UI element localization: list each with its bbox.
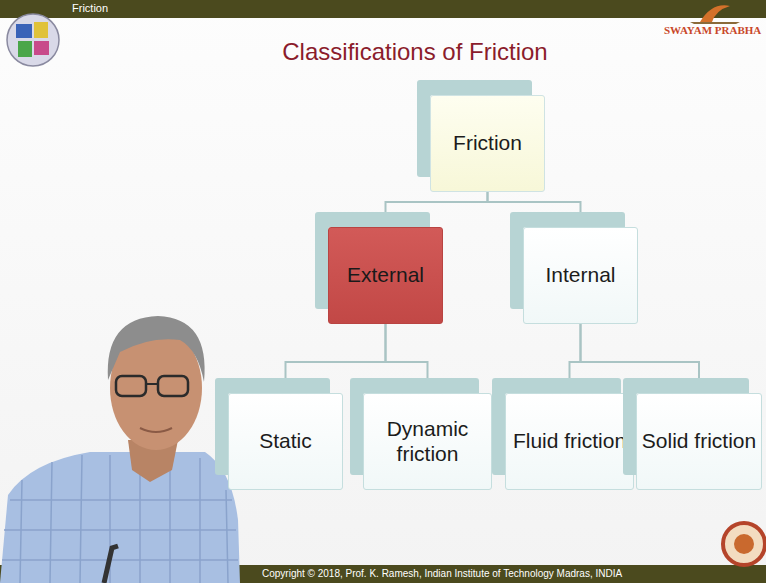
node-label: External xyxy=(347,263,424,287)
logo-flame xyxy=(700,5,730,22)
logo-base xyxy=(690,22,740,24)
tree-connector xyxy=(570,324,581,393)
swayam-logo xyxy=(690,5,740,24)
emblem-ring xyxy=(723,523,765,565)
tree-connector xyxy=(488,192,581,227)
node-label: Static xyxy=(259,429,312,453)
microphone-stand xyxy=(104,546,118,583)
type-box: Dynamic friction xyxy=(363,393,492,490)
logo-piece xyxy=(34,22,48,38)
glasses-lens xyxy=(158,376,188,396)
node-label: Fluid friction xyxy=(513,429,626,453)
tree-connector xyxy=(386,324,428,393)
header-bar xyxy=(0,0,766,18)
type-box: Fluid friction xyxy=(505,393,634,490)
logo-piece xyxy=(16,24,32,38)
category-box: Internal xyxy=(523,227,638,324)
node-label: Friction xyxy=(453,131,522,155)
glasses-bridge xyxy=(146,383,158,385)
logo-piece xyxy=(18,41,32,57)
slide-title: Classifications of Friction xyxy=(165,38,665,66)
tree-connector xyxy=(581,324,700,393)
copyright-note: Copyright © 2018, Prof. K. Ramesh, India… xyxy=(262,568,622,579)
type-box: Static xyxy=(228,393,343,490)
hair xyxy=(108,316,205,382)
shirt xyxy=(0,452,240,583)
category-box: External xyxy=(328,227,443,324)
node-label: Solid friction xyxy=(642,429,756,453)
presenter-figure xyxy=(0,316,240,583)
logo-disc xyxy=(7,14,59,66)
shirt-check xyxy=(2,455,238,583)
logo-piece xyxy=(34,41,49,55)
node-label: Dynamic friction xyxy=(364,417,491,465)
mouth xyxy=(140,428,172,432)
tree-connector xyxy=(386,192,488,227)
logo-text: SWAYAM PRABHA xyxy=(664,24,761,36)
institute-emblem xyxy=(723,523,765,565)
tree-connector xyxy=(286,324,386,393)
glasses-lens xyxy=(116,376,146,396)
emblem-center xyxy=(734,534,754,554)
root-box: Friction xyxy=(430,95,545,192)
course-logo xyxy=(7,14,59,66)
header-title: Friction xyxy=(72,2,108,14)
type-box: Solid friction xyxy=(636,393,762,490)
node-label: Internal xyxy=(545,263,615,287)
